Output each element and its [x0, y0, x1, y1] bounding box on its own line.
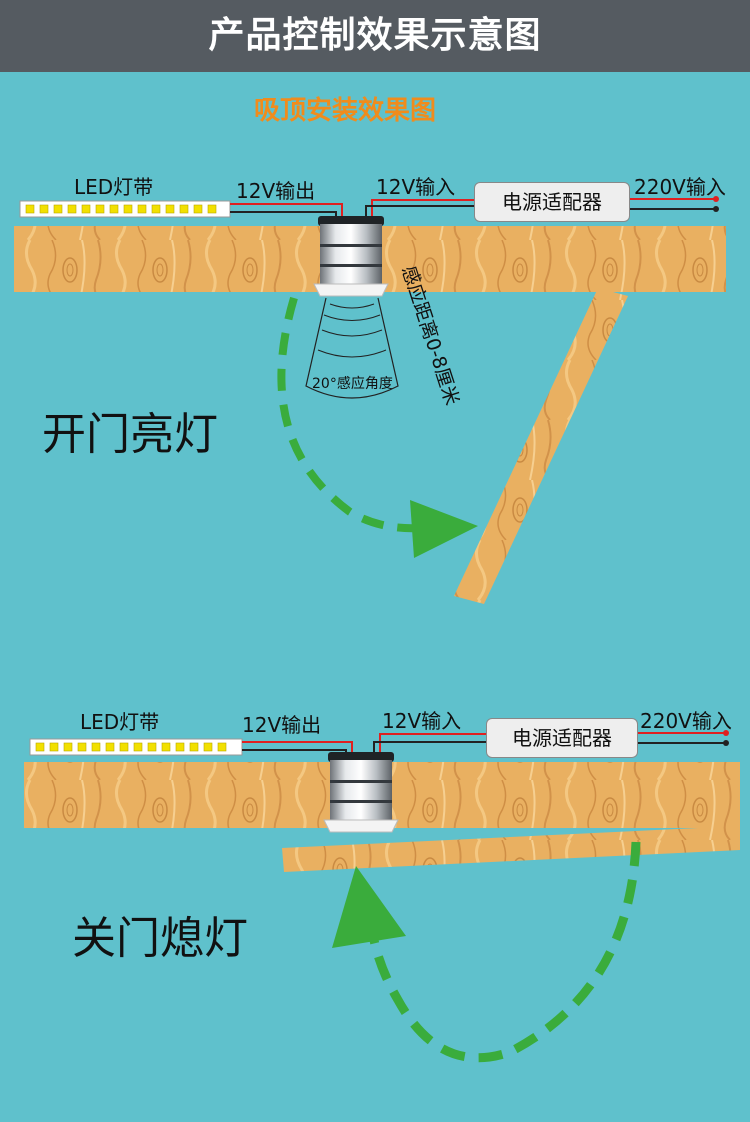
door-closed-light-off-label: 关门熄灯	[72, 913, 248, 964]
top-scene	[14, 196, 726, 604]
header-bar: 产品控制效果示意图	[0, 0, 750, 72]
bottom-wires	[242, 730, 729, 754]
top-12v-output-label: 12V输出	[236, 179, 316, 203]
top-arrow-head	[410, 500, 478, 558]
bottom-led-strip	[29, 738, 243, 756]
bottom-sensor-switch	[323, 752, 399, 833]
bottom-arrow-head	[332, 866, 406, 948]
top-220v-input-label: 220V输入	[634, 175, 726, 199]
top-12v-input-label: 12V输入	[376, 175, 456, 199]
diagram-subtitle: 吸顶安装效果图	[253, 96, 436, 126]
bottom-220v-input-label: 220V输入	[640, 709, 732, 733]
top-wires	[230, 196, 719, 216]
bottom-power-adapter: 电源适配器	[486, 718, 638, 758]
door-open-light-on-label: 开门亮灯	[42, 409, 218, 460]
page-title: 产品控制效果示意图	[208, 15, 542, 56]
top-sensor-switch	[313, 216, 389, 297]
top-sensing-cone	[305, 297, 399, 399]
top-swing-arrow	[277, 296, 421, 533]
bottom-swing-arrow	[367, 841, 641, 1063]
top-led-strip	[19, 200, 231, 218]
bottom-scene	[24, 730, 740, 1063]
bottom-12v-output-label: 12V输出	[242, 713, 322, 737]
bottom-12v-input-label: 12V输入	[382, 709, 462, 733]
top-sensing-angle-label: 20°感应角度	[312, 376, 393, 392]
top-door-panel	[454, 288, 628, 604]
top-led-strip-label: LED灯带	[74, 175, 154, 199]
bottom-led-strip-label: LED灯带	[80, 710, 160, 734]
top-power-adapter: 电源适配器	[474, 182, 630, 222]
bottom-door-panel	[282, 826, 740, 872]
